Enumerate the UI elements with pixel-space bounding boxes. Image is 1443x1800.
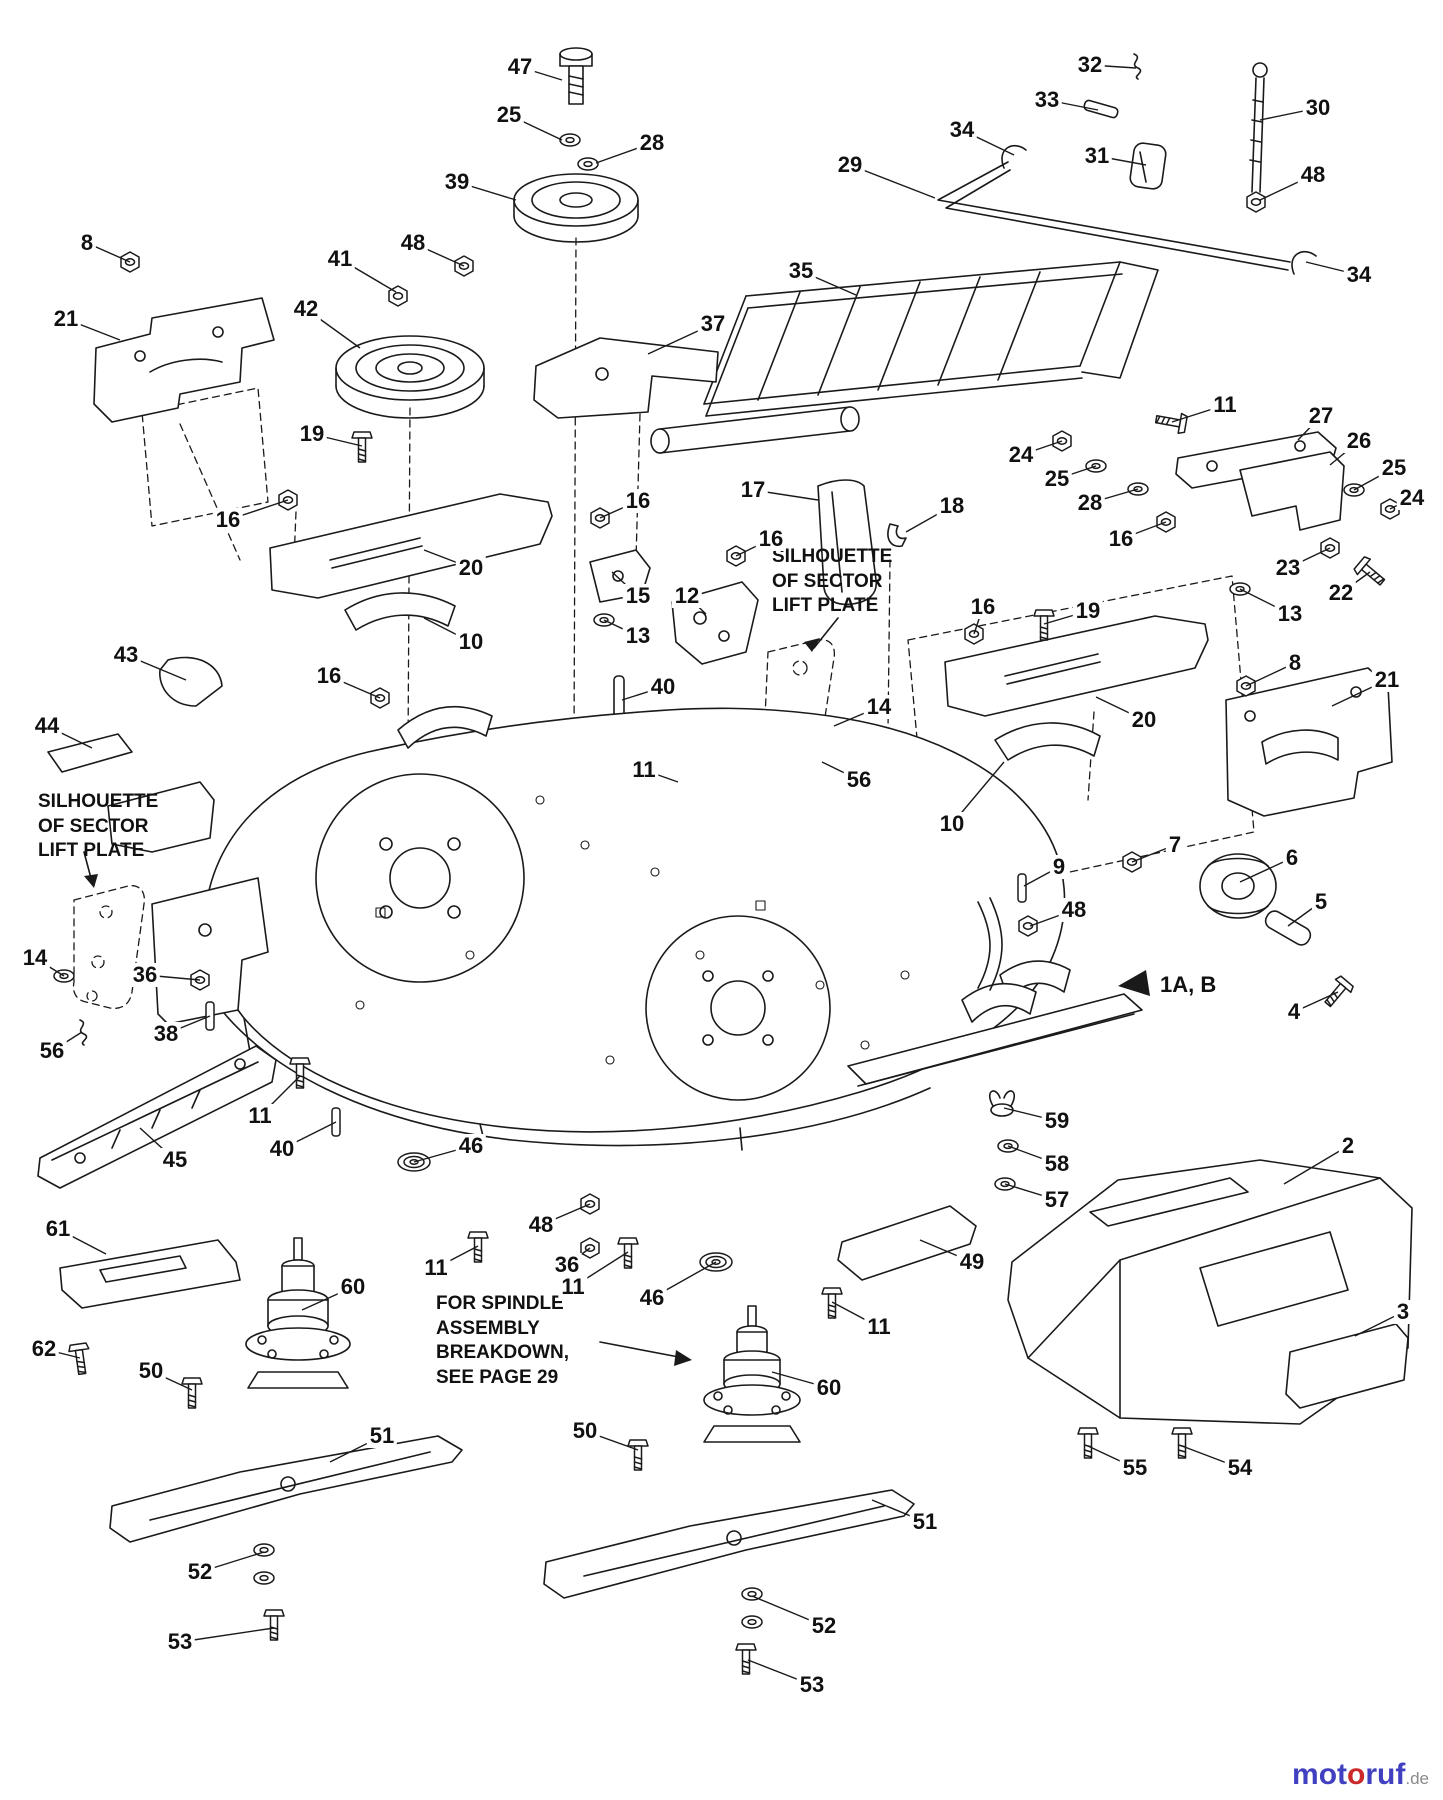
leader-line (1089, 488, 1139, 504)
leader-line (849, 164, 936, 199)
leader-line (1259, 174, 1314, 201)
leader-line (905, 505, 953, 533)
leader-line (621, 686, 664, 701)
note-line: SEE PAGE 29 (436, 1367, 559, 1389)
leader-line (305, 308, 361, 349)
deck-reference-label: 1A, B (1160, 972, 1217, 997)
leader-line (227, 499, 289, 521)
note-silhouette-left: SILHOUETTE OF SECTOR LIFT PLATE (38, 790, 158, 864)
leader-line (1259, 107, 1319, 121)
leader-line (1131, 844, 1176, 863)
leader-line (1287, 901, 1322, 927)
watermark-text: mot (1292, 1758, 1348, 1791)
leader-line (1340, 571, 1371, 594)
leader-line (412, 242, 465, 267)
leader-line (1245, 662, 1296, 687)
leader-line (46, 725, 93, 749)
leader-line (1056, 465, 1097, 480)
leader-line (281, 1121, 337, 1150)
leader-line (199, 1551, 265, 1573)
leader-line (1305, 261, 1360, 276)
note-line: SILHOUETTE (38, 791, 159, 812)
leader-line (1283, 1145, 1349, 1185)
leader-line (1004, 1183, 1058, 1201)
watermark: motoruf.de (1292, 1758, 1429, 1792)
watermark-text: ruf (1365, 1758, 1406, 1791)
note-line: LIFT PLATE (772, 595, 879, 617)
leader-line (328, 675, 381, 699)
leader-line (1181, 1445, 1241, 1469)
leader-line (456, 181, 517, 201)
leader-line (747, 1659, 813, 1686)
leader-line (1087, 1445, 1136, 1469)
note-silhouette-right: SILHOUETTE OF SECTOR LIFT PLATE (772, 545, 892, 619)
leader-line (1007, 1145, 1058, 1165)
leader-line (1171, 404, 1226, 423)
note-line: BREAKDOWN, (436, 1342, 569, 1364)
watermark-tld: .de (1405, 1769, 1429, 1788)
leader-line (595, 142, 653, 164)
leader-line (86, 242, 131, 263)
leader-line (603, 619, 639, 637)
note-line: OF SECTOR (38, 815, 149, 837)
leader-line (1089, 64, 1137, 69)
leader-line (519, 66, 563, 81)
note-line: LIFT PLATE (38, 840, 145, 862)
leader-line (339, 258, 397, 293)
leader-line (179, 1627, 275, 1643)
leader-line (1353, 467, 1395, 491)
leader-line (1003, 1107, 1058, 1122)
note-line: SILHOUETTE (772, 546, 893, 567)
note-spindle-breakdown: FOR SPINDLE ASSEMBLY BREAKDOWN, SEE PAGE… (436, 1292, 569, 1391)
note-line: FOR SPINDLE (436, 1293, 564, 1314)
leader-line (435, 1245, 479, 1269)
note-line: ASSEMBLY (436, 1317, 540, 1339)
leader-line (572, 1251, 629, 1288)
leader-line (752, 489, 819, 501)
leader-line (34, 957, 65, 977)
leader-line (1120, 521, 1167, 540)
note-line: OF SECTOR (772, 570, 883, 592)
leader-line (65, 318, 121, 341)
leader-line (599, 500, 639, 519)
leader-line (540, 1203, 591, 1226)
leader-line (751, 1595, 825, 1627)
leader-line (1095, 696, 1145, 721)
leader-line (1287, 547, 1331, 569)
leader-line (1239, 588, 1291, 615)
leader-line (651, 1261, 717, 1299)
leader-line (51, 1031, 83, 1052)
leader-line (831, 1301, 880, 1328)
leader-line (735, 538, 772, 557)
leader-line (961, 129, 1015, 156)
leader-line (57, 1228, 107, 1255)
watermark-text: o (1347, 1758, 1366, 1791)
leader-line (508, 114, 563, 141)
leader-line (800, 270, 857, 296)
